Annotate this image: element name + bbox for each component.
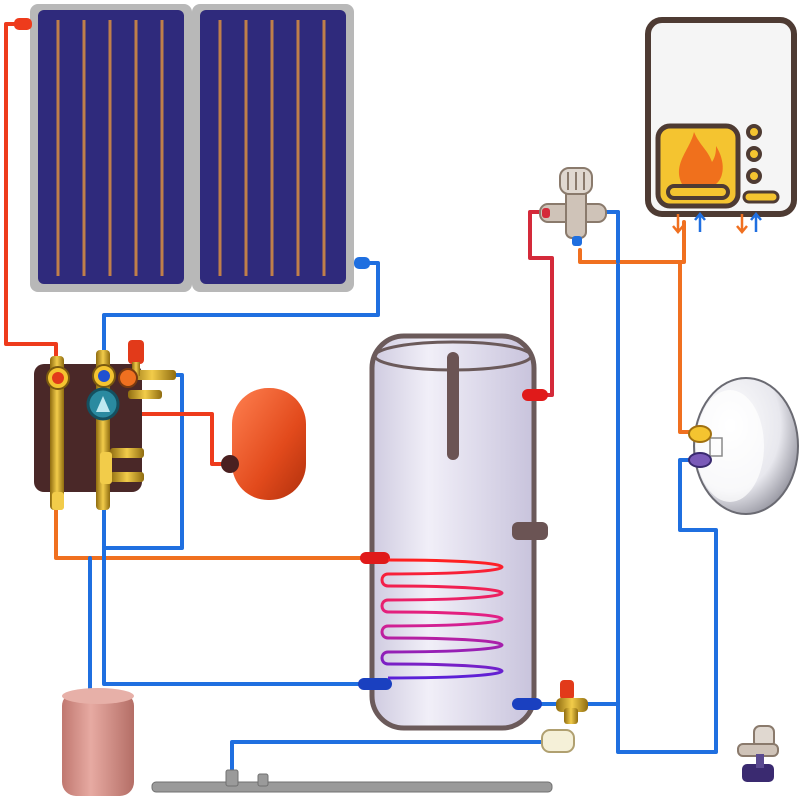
pipe-icon	[151, 781, 553, 793]
dhw-hot-outlet-pipe	[528, 210, 554, 397]
pressure-gauge-icon	[118, 368, 138, 388]
gas-boiler	[645, 17, 797, 234]
coil-flow-fitting	[360, 552, 390, 564]
flame-icon	[679, 132, 723, 184]
collector-inlet-fitting	[14, 18, 32, 30]
boiler-dhw-pipe	[678, 260, 696, 434]
glycol-tank	[62, 688, 134, 796]
hot-water-storage-tank	[358, 333, 548, 731]
pump-station	[34, 340, 176, 510]
collector-absorber-stripes	[56, 20, 164, 276]
expansion-vessel-dhw	[688, 377, 799, 515]
boiler-display	[742, 190, 780, 204]
dhw-hot-port-icon	[688, 425, 712, 443]
cold-water-main-pipe	[598, 210, 718, 754]
safety-valve-icon	[560, 680, 574, 700]
hot-outlet-fitting	[522, 389, 548, 401]
coil-flow-pipe	[54, 498, 364, 560]
cold-water-inlet	[151, 769, 553, 793]
thermostatic-mixing-valve	[539, 167, 607, 246]
solar-collector-left	[30, 4, 192, 292]
coil-icon	[380, 558, 504, 680]
collector-outlet-fitting	[354, 257, 370, 269]
boiler-knob-1-icon	[746, 124, 762, 140]
expansion-vessel-icon	[232, 388, 306, 500]
cold-inlet-branch-pipe	[230, 740, 572, 780]
pressure-reducing-valve	[737, 725, 779, 782]
coil-return-fitting	[358, 678, 392, 690]
cold-inlet-fitting	[512, 698, 542, 710]
boiler-mix-pipe	[578, 220, 686, 264]
coil-return-pipe	[102, 503, 364, 686]
hot-water-draw-tube	[447, 352, 459, 460]
safety-valve-icon	[128, 340, 144, 364]
boiler-knob-2-icon	[746, 146, 762, 162]
solar-return-pipe	[102, 261, 380, 372]
dhw-cold-port-icon	[688, 452, 712, 468]
boiler-connection-arrows	[672, 212, 762, 234]
boiler-knob-3-icon	[746, 168, 762, 184]
heat-exchanger-coil	[380, 558, 504, 680]
solar-collector-right	[192, 4, 354, 292]
safety-valve-group	[541, 680, 588, 753]
expansion-vessel-solar	[221, 388, 306, 500]
tank-icon	[62, 692, 134, 796]
collector-absorber-stripes	[218, 20, 326, 276]
sensor-pocket	[512, 522, 548, 540]
